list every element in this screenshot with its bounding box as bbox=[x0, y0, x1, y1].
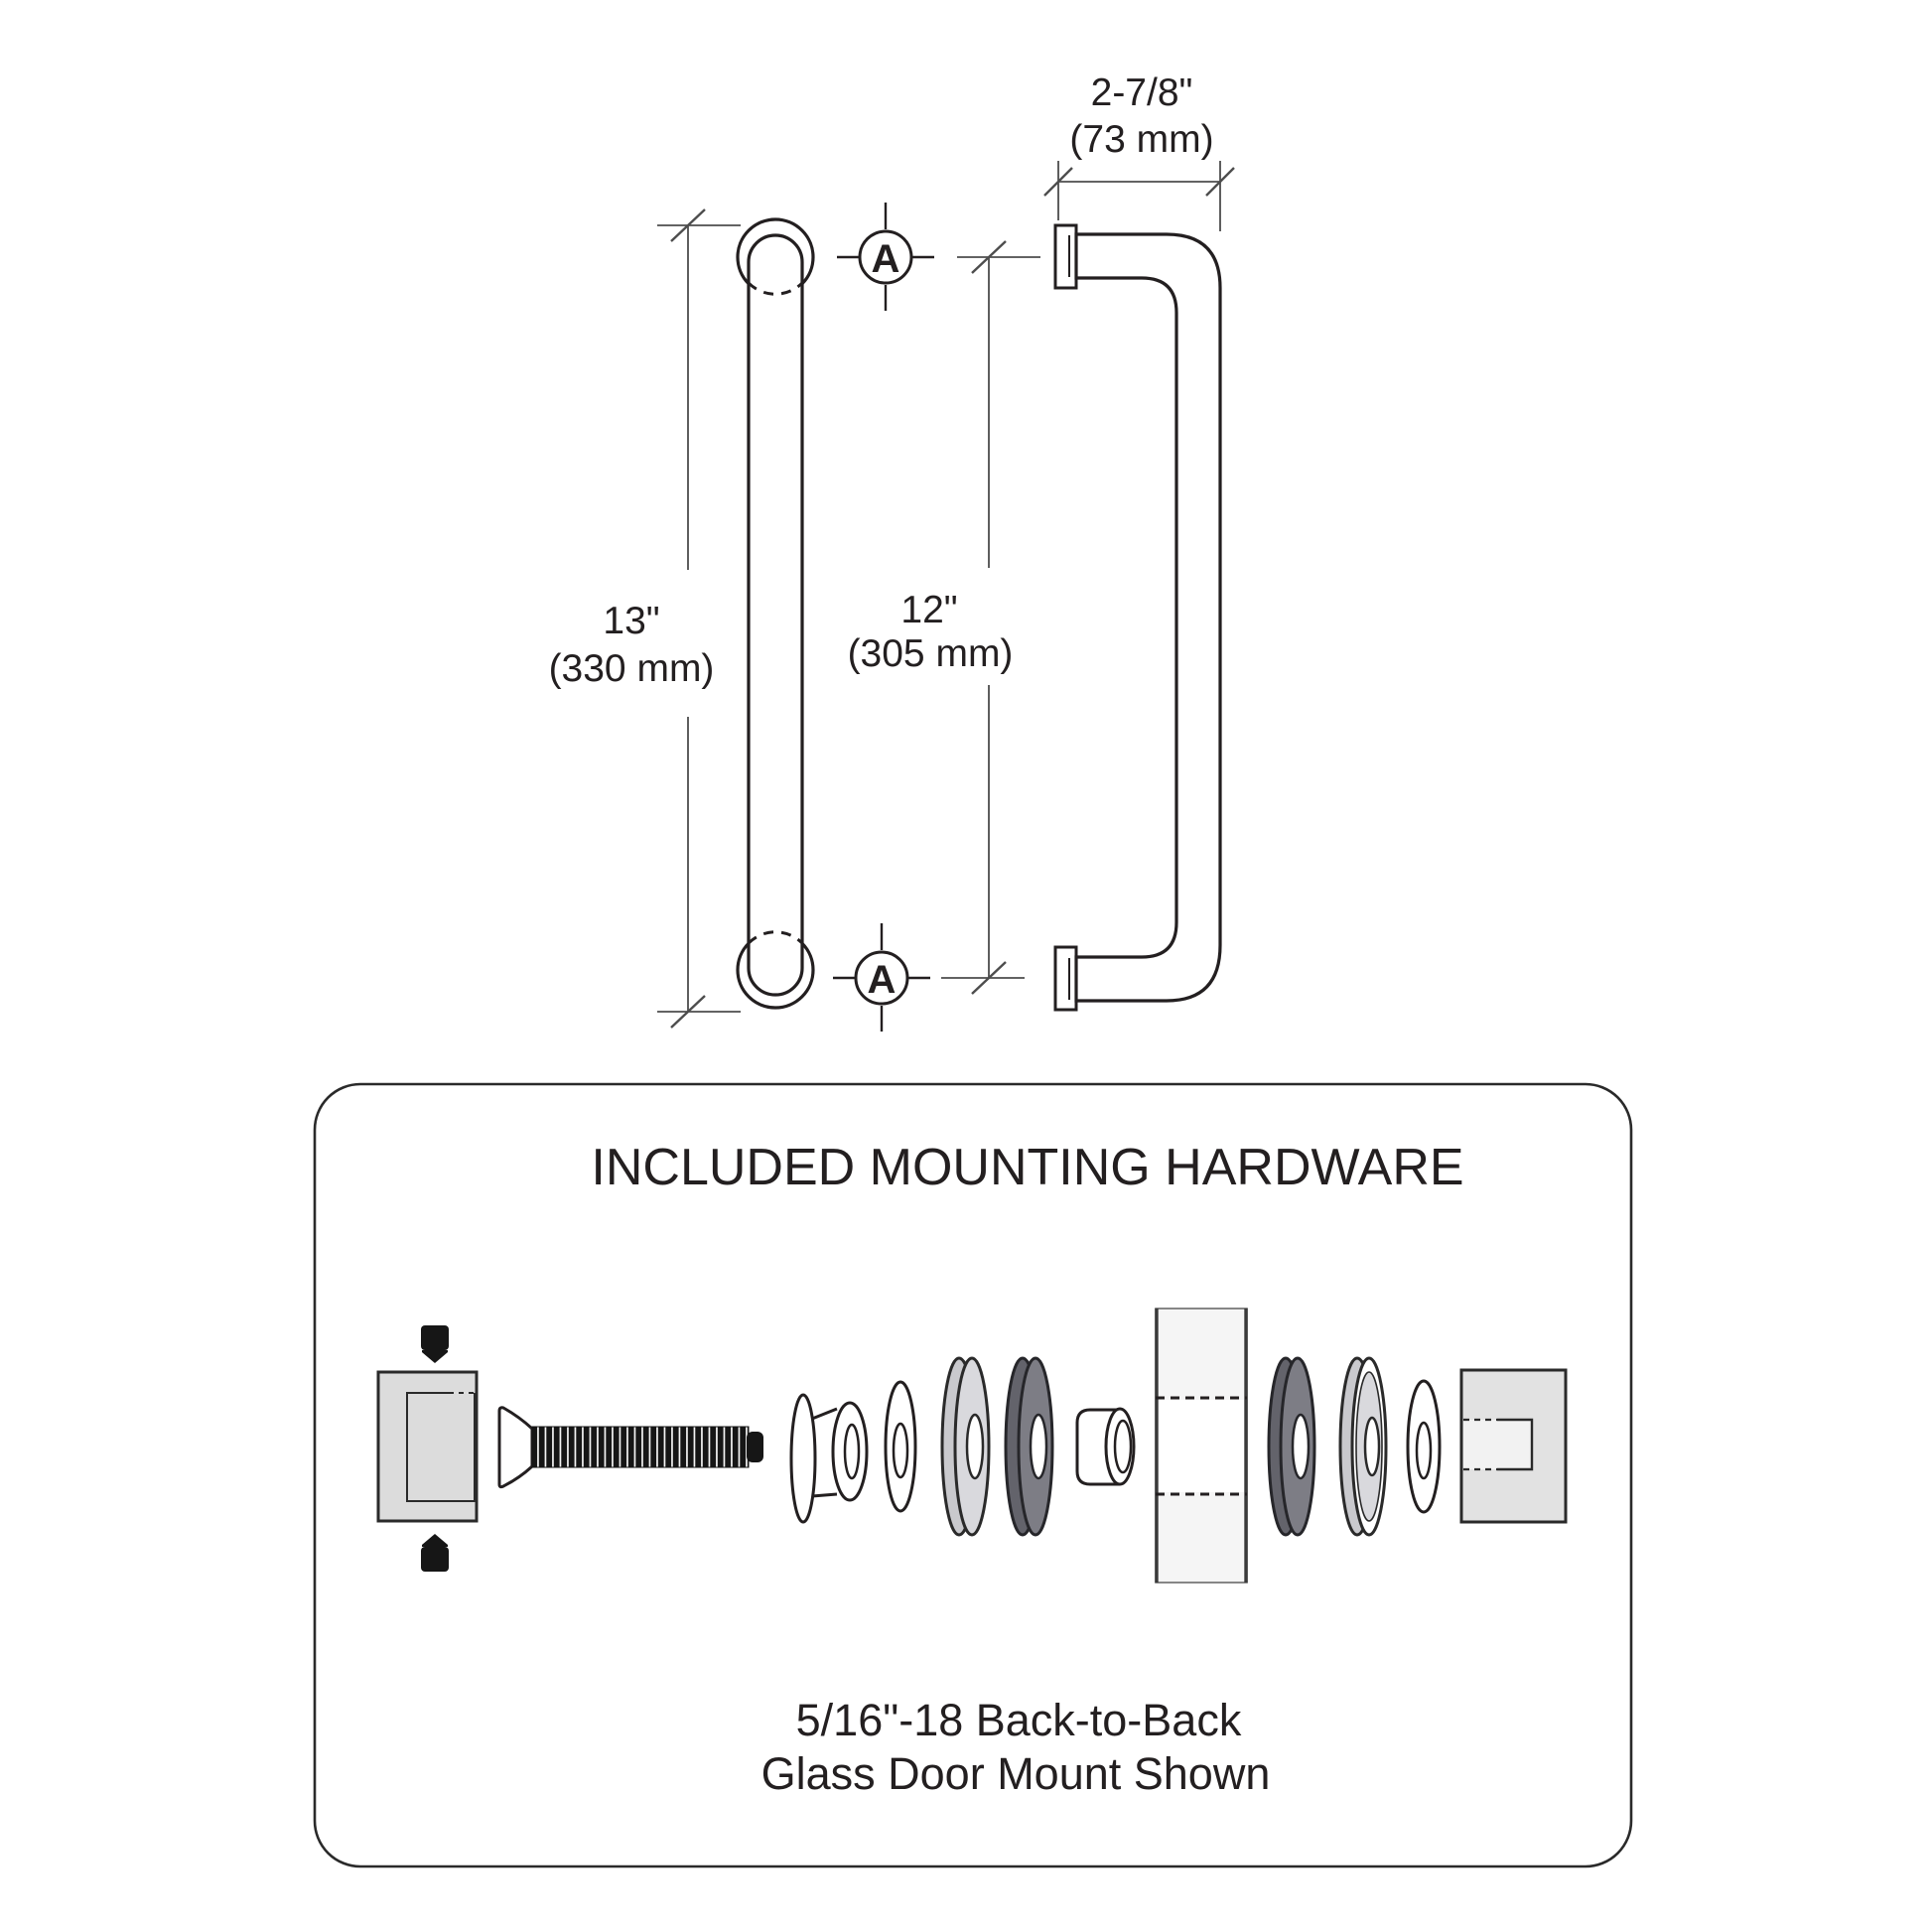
marker-crosshair bbox=[833, 923, 930, 1032]
grommet-bushing bbox=[789, 1393, 869, 1524]
set-screw-body bbox=[421, 1547, 449, 1572]
spacing-metric-label: (305 mm) bbox=[848, 632, 1014, 675]
projection-inches-label: 2-7/8" bbox=[1091, 71, 1193, 114]
hardware-box-caption-line1: 5/16"-18 Back-to-Back bbox=[796, 1695, 1242, 1745]
dark-washer-left bbox=[1004, 1356, 1054, 1537]
handle-side-view bbox=[1053, 223, 1222, 1012]
length-metric-label: (330 mm) bbox=[549, 647, 715, 690]
dimension-hole-spacing bbox=[941, 240, 1040, 995]
tick-top bbox=[971, 240, 1007, 274]
washer-hole bbox=[1415, 1421, 1433, 1480]
tick-top bbox=[670, 208, 706, 242]
spacer-hole bbox=[1113, 1419, 1133, 1474]
tick-left bbox=[1043, 167, 1073, 197]
dimension-overall-length bbox=[657, 208, 741, 1029]
bracket-pocket-fill bbox=[1463, 1420, 1532, 1469]
thin-washer-left bbox=[884, 1380, 917, 1513]
hidden-edge-top-cap bbox=[747, 281, 804, 296]
screw-threads bbox=[531, 1426, 750, 1468]
thin-washer-right bbox=[1406, 1379, 1442, 1514]
marker-circle bbox=[858, 229, 913, 285]
grommet-waist-top bbox=[811, 1407, 838, 1421]
exploded-hardware-assembly bbox=[376, 1308, 1568, 1584]
marker-crosshair bbox=[837, 203, 934, 311]
glass-panel bbox=[1155, 1308, 1248, 1584]
bracket-pocket bbox=[1497, 1418, 1534, 1471]
tick-right bbox=[1205, 167, 1235, 197]
set-screw-top bbox=[421, 1325, 449, 1363]
washer-hole bbox=[965, 1413, 985, 1480]
marker-label: A bbox=[872, 237, 900, 281]
bracket-pocket bbox=[406, 1392, 476, 1502]
washer-hole bbox=[892, 1422, 909, 1479]
mount-bracket-right bbox=[1459, 1368, 1568, 1524]
grommet-waist-bottom bbox=[811, 1492, 838, 1498]
tick-bottom bbox=[971, 961, 1007, 995]
handle-tube-front bbox=[747, 233, 804, 997]
marker-circle bbox=[854, 950, 909, 1006]
light-washer-left bbox=[940, 1356, 991, 1537]
hardware-box-title: INCLUDED MOUNTING HARDWARE bbox=[591, 1139, 1463, 1196]
bracket-body bbox=[376, 1370, 479, 1523]
grommet-hole bbox=[843, 1423, 861, 1480]
set-screw-body bbox=[421, 1325, 449, 1350]
bottom-mounting-post bbox=[1053, 945, 1078, 1012]
spacing-inches-label: 12" bbox=[900, 589, 957, 631]
marker-label: A bbox=[868, 958, 897, 1002]
dark-washer-right bbox=[1267, 1356, 1316, 1537]
top-mounting-post bbox=[1053, 223, 1078, 290]
handle-front-view bbox=[736, 217, 815, 1010]
spacer-cylinder bbox=[1075, 1407, 1136, 1486]
hole-marker-bottom: A bbox=[833, 923, 930, 1032]
dimension-projection bbox=[1043, 161, 1235, 231]
tick-bottom bbox=[670, 995, 706, 1029]
handle-tube-side bbox=[1074, 232, 1222, 1003]
set-screw-tip bbox=[422, 1350, 448, 1363]
hardware-box-caption-line2: Glass Door Mount Shown bbox=[761, 1748, 1271, 1799]
hole-marker-top: A bbox=[837, 203, 934, 311]
grommet-left-flange bbox=[789, 1393, 817, 1524]
glass-mid-band bbox=[1159, 1400, 1244, 1492]
set-screw-bottom bbox=[421, 1534, 449, 1572]
washer-hole bbox=[1291, 1413, 1311, 1480]
mount-bracket-left bbox=[376, 1370, 479, 1523]
machine-screw bbox=[497, 1406, 763, 1489]
screw-thread-tip bbox=[747, 1432, 763, 1462]
length-inches-label: 13" bbox=[603, 600, 659, 642]
set-screw-tip bbox=[422, 1534, 448, 1547]
washer-hole bbox=[1363, 1416, 1381, 1477]
projection-metric-label: (73 mm) bbox=[1069, 118, 1213, 161]
washer-hole bbox=[1029, 1413, 1048, 1480]
light-washer-right bbox=[1338, 1356, 1388, 1537]
hidden-edge-bottom-cap bbox=[747, 930, 804, 945]
